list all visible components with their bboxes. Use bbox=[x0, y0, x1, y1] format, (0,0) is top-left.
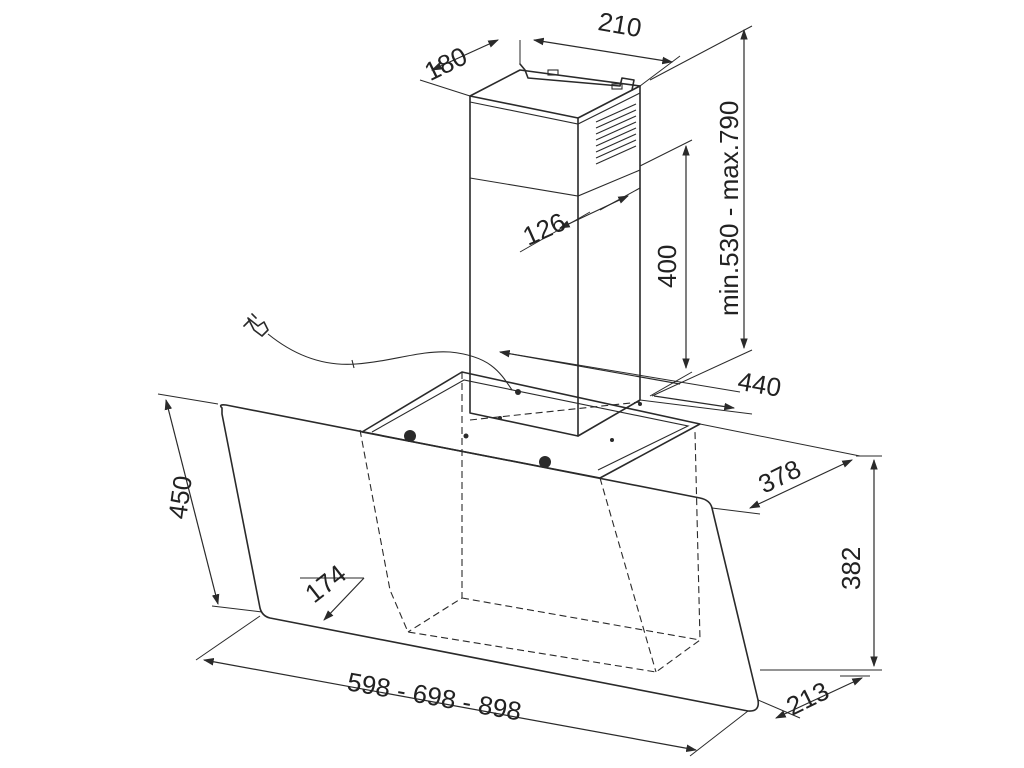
dim-label-chimney-width: 210 bbox=[596, 6, 644, 43]
dimension-upper-height: 400 bbox=[639, 139, 693, 397]
mount-hole bbox=[498, 416, 502, 420]
dim-label-front-inset: 174 bbox=[299, 558, 352, 608]
dim-label-mount-depth: 440 bbox=[736, 366, 784, 403]
mount-hole bbox=[539, 456, 551, 468]
mount-hole bbox=[515, 389, 521, 395]
mount-hole bbox=[610, 438, 614, 442]
bracket-slot bbox=[547, 69, 559, 76]
chimney-seam bbox=[469, 169, 641, 197]
mount-hole bbox=[638, 402, 642, 406]
canopy-top-outline bbox=[361, 371, 701, 479]
chimney-inner-lip bbox=[469, 92, 641, 125]
canopy-top-inner bbox=[371, 379, 690, 471]
dim-label-glass-height: 450 bbox=[162, 474, 198, 521]
dimension-mount-depth: 440 bbox=[498, 349, 784, 415]
dim-label-chimney-depth: 180 bbox=[420, 41, 472, 87]
vent-grille bbox=[595, 103, 637, 165]
dimension-canopy-height: 382 bbox=[760, 455, 882, 671]
dimension-width: 598 - 698 - 898 bbox=[195, 615, 749, 757]
hidden-body bbox=[359, 372, 701, 673]
plug-icon bbox=[243, 313, 269, 337]
dim-label-width: 598 - 698 - 898 bbox=[345, 666, 524, 726]
chimney-top-back bbox=[469, 69, 641, 97]
dim-label-upper-height: 400 bbox=[652, 245, 682, 288]
dimension-glass-height: 450 bbox=[157, 393, 263, 613]
canopy-top bbox=[361, 371, 701, 479]
glass-outline bbox=[219, 404, 760, 712]
dimension-front-inset: 174 bbox=[299, 558, 365, 621]
bracket-slot bbox=[611, 83, 623, 90]
dim-label-canopy-depth: 378 bbox=[753, 453, 805, 499]
dim-label-bottom-depth: 213 bbox=[781, 675, 833, 721]
dim-label-canopy-height: 382 bbox=[836, 547, 866, 590]
dimension-canopy-depth: 378 bbox=[699, 423, 861, 515]
chimney-side-face bbox=[577, 85, 641, 437]
power-cord bbox=[243, 313, 513, 391]
glass-panel bbox=[219, 404, 760, 712]
mount-hole bbox=[404, 430, 416, 442]
chimney bbox=[469, 63, 641, 437]
dim-label-chimney-height: min.530 - max.790 bbox=[714, 101, 744, 316]
dim-label-upper-offset: 126 bbox=[518, 206, 570, 251]
top-bracket bbox=[519, 63, 635, 91]
dimension-bottom-depth: 213 bbox=[757, 675, 870, 721]
dimension-upper-offset: 126 bbox=[518, 187, 641, 253]
dimension-chimney-width: 210 bbox=[519, 6, 681, 87]
mount-hole bbox=[463, 433, 469, 439]
dimension-chimney-height: min.530 - max.790 bbox=[649, 25, 753, 397]
